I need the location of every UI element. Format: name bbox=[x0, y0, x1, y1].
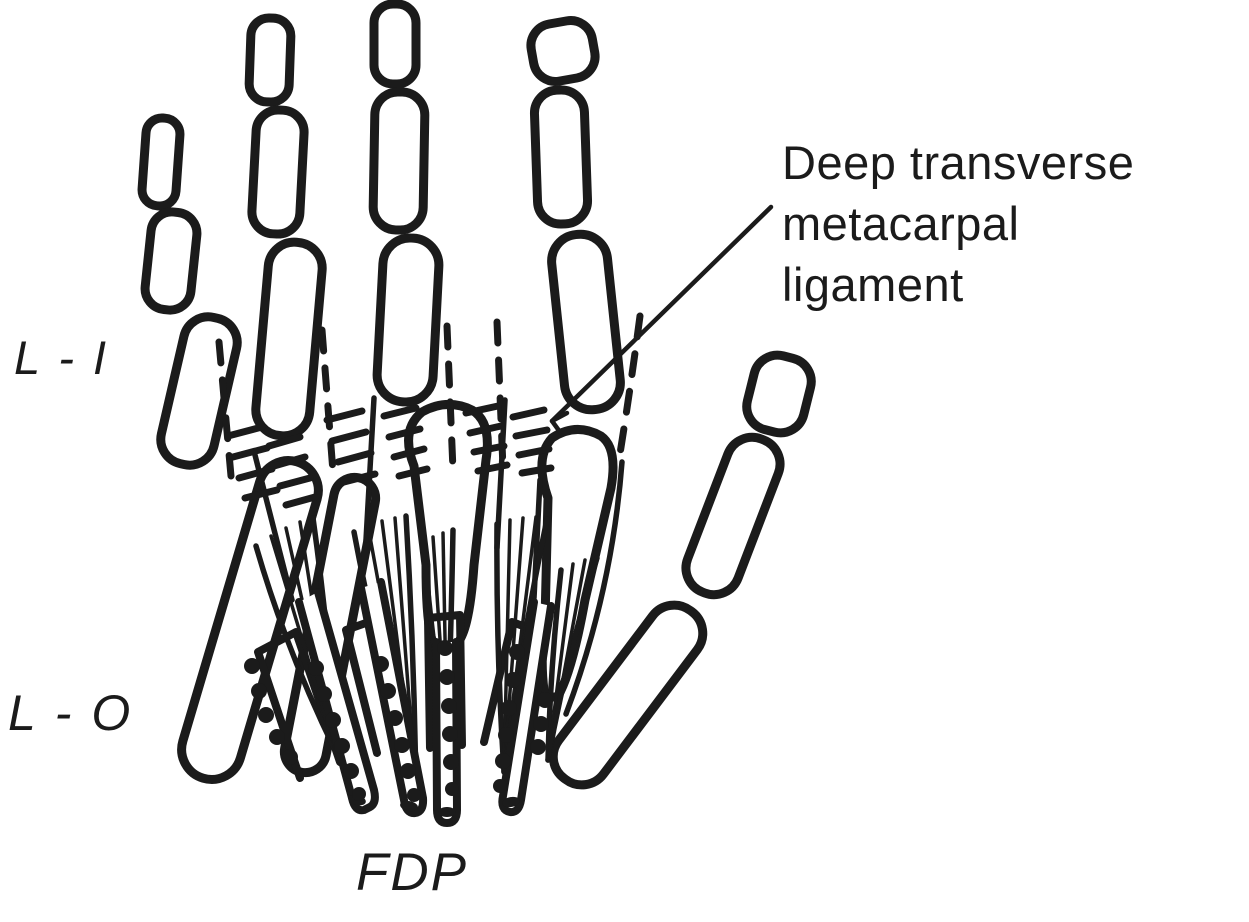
index-distal-phalanx bbox=[526, 16, 600, 86]
ring-middle-phalanx bbox=[247, 105, 309, 239]
second-metacarpal-border bbox=[563, 459, 625, 717]
ligament-hatch-group bbox=[323, 407, 379, 486]
ligament-hatch-group bbox=[380, 404, 431, 480]
annotation-leader-line bbox=[549, 204, 774, 435]
ligament-hatch-group bbox=[509, 406, 555, 477]
little-distal-phalanx bbox=[137, 113, 185, 211]
third-metacarpal bbox=[404, 400, 492, 651]
middle-proximal-phalanx bbox=[372, 233, 444, 407]
label-fdp: FDP bbox=[356, 843, 468, 902]
label-lumbrical-origin: L - O bbox=[8, 685, 134, 741]
thumb-proximal-phalanx bbox=[681, 432, 785, 600]
finger-middle bbox=[368, 0, 444, 407]
deep-transverse-metacarpal-ligament bbox=[224, 402, 555, 509]
fdp-tendon bbox=[498, 598, 555, 817]
middle-distal-phalanx bbox=[369, 0, 421, 89]
index-proximal-phalanx bbox=[547, 229, 625, 415]
tendon-cut-end bbox=[438, 807, 456, 817]
tendon-cut-end bbox=[400, 800, 418, 812]
thumb-distal-phalanx bbox=[742, 350, 816, 438]
little-middle-phalanx bbox=[140, 207, 202, 315]
lumbrical-fan bbox=[545, 555, 600, 763]
ligament-hatch-group bbox=[265, 433, 319, 509]
ligament-hatch-group bbox=[462, 402, 511, 475]
ring-proximal-phalanx bbox=[251, 237, 327, 441]
fdp-tendons bbox=[295, 578, 555, 827]
label-lumbrical-insertion: L - I bbox=[14, 331, 110, 384]
tendon-cut-end bbox=[502, 796, 520, 808]
ligament-hatch-group bbox=[224, 423, 281, 502]
little-proximal-phalanx bbox=[156, 312, 242, 470]
finger-ring bbox=[244, 13, 327, 441]
finger-little bbox=[137, 113, 242, 470]
thumb-metacarpal bbox=[548, 600, 708, 790]
middle-middle-phalanx bbox=[368, 87, 430, 235]
label-deep-transverse-metacarpal-ligament: Deep transverse metacarpal ligament bbox=[782, 136, 1135, 311]
ring-distal-phalanx bbox=[244, 13, 296, 107]
index-middle-phalanx bbox=[529, 85, 593, 229]
finger-index bbox=[526, 16, 625, 415]
thumb bbox=[548, 350, 816, 790]
lumbrical-origin-dots bbox=[244, 640, 553, 802]
